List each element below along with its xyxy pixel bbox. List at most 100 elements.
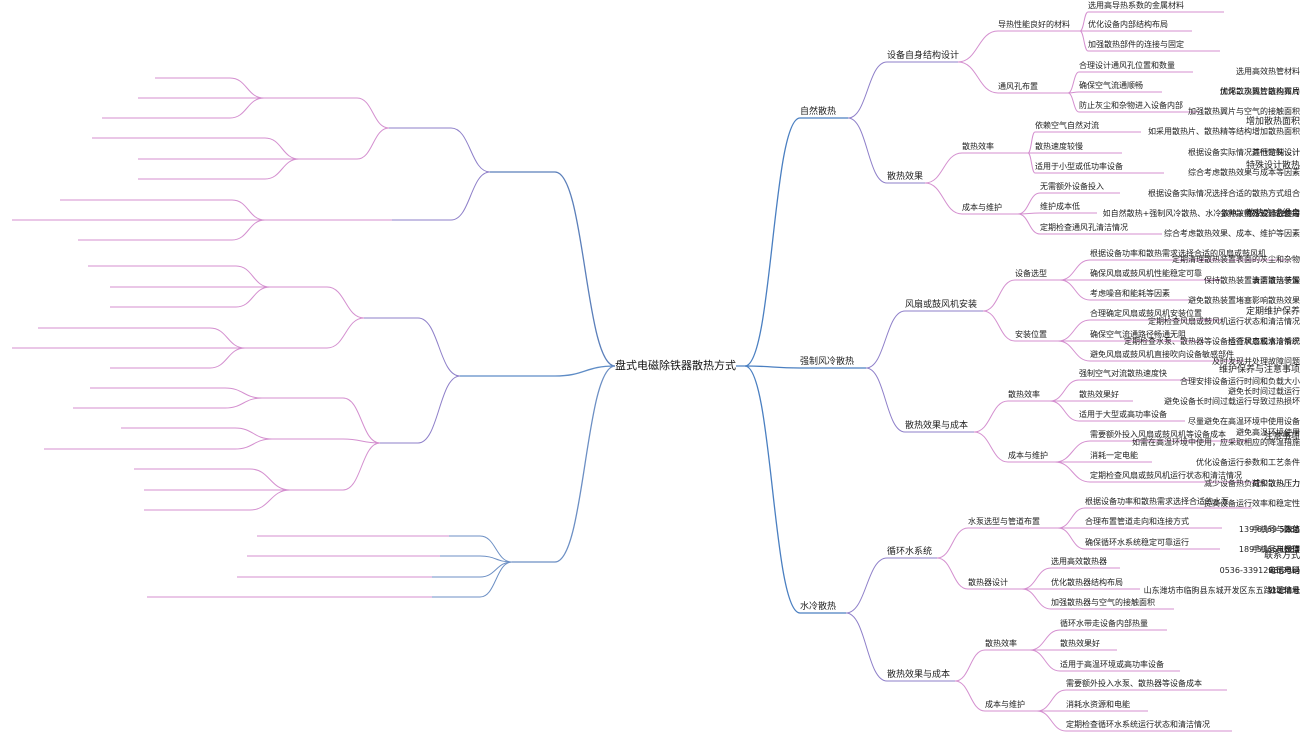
leaf[interactable]: 依赖空气自然对流: [1035, 121, 1099, 130]
contact-value[interactable]: 山东潍坊市临朐县东城开发区东五路1256号: [1143, 586, 1300, 595]
leaf[interactable]: 加强散热翼片与空气的接触面积: [1188, 107, 1300, 116]
leaf[interactable]: 尽量避免在高温环境中使用设备: [1188, 417, 1300, 426]
subtopic[interactable]: 减少散热压力: [1252, 479, 1300, 488]
leaf[interactable]: 强制空气对流散热速度快: [1079, 369, 1167, 378]
contact-value[interactable]: 0536-3391298(24h): [1219, 566, 1300, 575]
subtopic[interactable]: 多种散热方式组合使用: [1220, 209, 1300, 218]
contact-field[interactable]: 电话号码: [1268, 566, 1300, 575]
leaf[interactable]: 防止灰尘和杂物进入设备内部: [1079, 101, 1183, 110]
leaf[interactable]: 散热效果好: [1060, 639, 1100, 648]
subtopic[interactable]: 成本与维护: [1008, 451, 1048, 460]
leaf[interactable]: 根据设备实际情况进行定制设计: [1188, 148, 1300, 157]
topic-fan-installation[interactable]: 风扇或鼓风机安装: [905, 300, 978, 310]
topic-method-combo[interactable]: 散热方式组合: [1245, 209, 1300, 219]
leaf[interactable]: 适用于小型或低功率设备: [1035, 162, 1123, 171]
subtopic[interactable]: 加焊二次热管散热翼片: [1220, 87, 1300, 96]
leaf[interactable]: 确保空气流通路径畅通无阻: [1090, 330, 1186, 339]
subtopic[interactable]: 避免长时间过载运行: [1228, 387, 1300, 396]
leaf[interactable]: 如采用散热片、散热精等结构增加散热面积: [1148, 127, 1300, 136]
subtopic[interactable]: 清洁散热装置: [1252, 276, 1300, 285]
leaf[interactable]: 散热效果好: [1079, 390, 1119, 399]
subtopic[interactable]: 安装位置: [1015, 330, 1047, 339]
leaf[interactable]: 确保风扇或鼓风机性能稳定可靠: [1090, 269, 1202, 278]
leaf[interactable]: 定期检查通风孔清洁情况: [1040, 223, 1128, 232]
subtopic[interactable]: 检查风扇或水冷系统: [1228, 337, 1300, 346]
leaf[interactable]: 优化设备运行参数和工艺条件: [1196, 458, 1300, 467]
leaf[interactable]: 提高设备运行效率和稳定性: [1204, 499, 1300, 508]
leaf[interactable]: 如需在高温环境中使用，应采取相应的降温措施: [1132, 438, 1300, 447]
subtopic[interactable]: 水泵选型与管道布置: [968, 517, 1040, 526]
leaf[interactable]: 需要额外投入水泵、散热器等设备成本: [1066, 679, 1202, 688]
leaf[interactable]: 选用高效散热器: [1051, 557, 1107, 566]
leaf[interactable]: 考虑噪音和能耗等因素: [1090, 289, 1170, 298]
leaf[interactable]: 定期清理散热装置表面的灰尘和杂物: [1172, 255, 1300, 264]
subtopic[interactable]: 成本与维护: [962, 203, 1002, 212]
leaf[interactable]: 确保循环水系统稳定可靠运行: [1085, 538, 1189, 547]
subtopic[interactable]: 其他特殊设计: [1252, 148, 1300, 157]
leaf[interactable]: 定期检查水泵、散热器等设备运行状态和清洁情况: [1124, 337, 1300, 346]
topic-increase-area[interactable]: 增加散热面积: [1245, 117, 1300, 127]
leaf[interactable]: 综合考虑散热效果与成本等因素: [1188, 168, 1300, 177]
topic-precautions[interactable]: 注意事项: [1263, 432, 1300, 442]
branch-special-design[interactable]: 特殊设计散热: [1245, 161, 1300, 171]
root-topic[interactable]: 盘式电磁除铁器散热方式: [615, 359, 736, 372]
leaf[interactable]: 需要额外投入风扇或鼓风机等设备成本: [1090, 430, 1226, 439]
leaf[interactable]: 循环水带走设备内部热量: [1060, 619, 1148, 628]
leaf[interactable]: 合理设计通风孔位置和数量: [1079, 61, 1175, 70]
subtopic[interactable]: 散热器设计: [968, 578, 1008, 587]
leaf[interactable]: 散热速度较慢: [1035, 142, 1083, 151]
leaf[interactable]: 保持散热装置表面清洁干燥: [1204, 276, 1300, 285]
leaf[interactable]: 选用高效热管材料: [1236, 67, 1300, 76]
contact-field[interactable]: 手机号与微信: [1252, 545, 1300, 554]
leaf[interactable]: 减少设备热负荷和散热压力: [1204, 479, 1300, 488]
leaf[interactable]: 确保空气流通顺畅: [1079, 81, 1143, 90]
contact-name[interactable]: 公司电话: [1268, 566, 1300, 575]
subtopic[interactable]: 通风孔布置: [998, 82, 1038, 91]
topic-circulating-water[interactable]: 循环水系统: [887, 547, 933, 557]
leaf[interactable]: 消耗一定电能: [1090, 451, 1138, 460]
branch-natural-cooling[interactable]: 自然散热: [800, 107, 837, 117]
leaf[interactable]: 优化散热器结构布局: [1051, 578, 1123, 587]
subtopic[interactable]: 散热效率: [962, 142, 994, 151]
contact-name[interactable]: 公司地址: [1268, 586, 1300, 595]
leaf[interactable]: 避免设备长时间过载运行导致过热损坏: [1164, 397, 1300, 406]
leaf[interactable]: 如自然散热+强制风冷散热、水冷散热+特殊设计散热等: [1102, 209, 1300, 218]
leaf[interactable]: 适用于大型或高功率设备: [1079, 410, 1167, 419]
leaf[interactable]: 合理确定风扇或鼓风机安装位置: [1090, 309, 1202, 318]
leaf[interactable]: 适用于高温环境或高功率设备: [1060, 660, 1164, 669]
contact-name[interactable]: 陈总: [1284, 525, 1300, 534]
leaf[interactable]: 无需额外设备投入: [1040, 182, 1104, 191]
subtopic[interactable]: 成本与维护: [985, 700, 1025, 709]
contact-name[interactable]: 崔经理: [1276, 545, 1300, 554]
topic-effect-cost[interactable]: 散热效果与成本: [887, 670, 951, 680]
leaf[interactable]: 优化设备内部结构布局: [1088, 20, 1168, 29]
leaf[interactable]: 加强散热部件的连接与固定: [1088, 40, 1184, 49]
subtopic[interactable]: 导热性能良好的材料: [998, 20, 1070, 29]
leaf[interactable]: 定期检查风扇或鼓风机运行状态和清洁情况: [1148, 317, 1300, 326]
subtopic[interactable]: 设备选型: [1015, 269, 1047, 278]
leaf[interactable]: 根据设备功率和散热需求选择合适的风扇或鼓风机: [1090, 249, 1266, 258]
leaf[interactable]: 及时发现并处理故障问题: [1212, 357, 1300, 366]
branch-maintenance[interactable]: 维护保养与注意事项: [1218, 365, 1300, 375]
topic-structure-design[interactable]: 设备自身结构设计: [887, 51, 960, 61]
leaf[interactable]: 根据设备实际情况选择合适的散热方式组合: [1148, 189, 1300, 198]
topic-cooling-effect[interactable]: 散热效果: [887, 172, 924, 182]
leaf[interactable]: 避免散热装置堵塞影响散热效果: [1188, 296, 1300, 305]
branch-contact[interactable]: 联系方式: [1263, 551, 1300, 561]
contact-field[interactable]: 地址信息: [1268, 586, 1300, 595]
topic-effect-cost[interactable]: 散热效果与成本: [905, 421, 969, 431]
leaf[interactable]: 维护成本低: [1040, 202, 1080, 211]
subtopic[interactable]: 散热效率: [985, 639, 1017, 648]
leaf[interactable]: 定期检查循环水系统运行状态和清洁情况: [1066, 720, 1210, 729]
branch-water-cooling[interactable]: 水冷散热: [800, 602, 837, 612]
leaf[interactable]: 合理安排设备运行时间和负载大小: [1180, 377, 1300, 386]
subtopic[interactable]: 避免高温环境使用: [1236, 428, 1300, 437]
leaf[interactable]: 根据设备功率和散热需求选择合适的水泵: [1085, 497, 1229, 506]
leaf[interactable]: 定期检查风扇或鼓风机运行状态和清洁情况: [1090, 471, 1242, 480]
contact-value[interactable]: 189 5366 1585: [1238, 545, 1300, 554]
leaf[interactable]: 加强散热器与空气的接触面积: [1051, 598, 1155, 607]
subtopic[interactable]: 散热效率: [1008, 390, 1040, 399]
leaf[interactable]: 避免风扇或鼓风机直接吹向设备敏感部件: [1090, 350, 1234, 359]
contact-field[interactable]: 手机号与微信: [1252, 525, 1300, 534]
leaf[interactable]: 优化散热翼片结构布局: [1220, 87, 1300, 96]
